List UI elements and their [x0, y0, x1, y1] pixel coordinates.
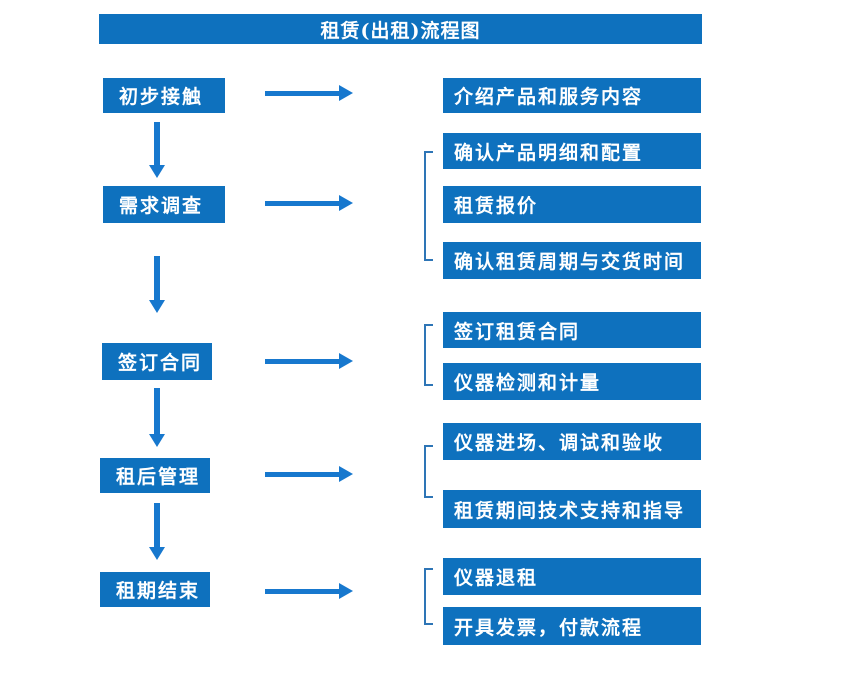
flowchart-title: 租赁(出租)流程图: [320, 19, 481, 42]
step-box-2: 需求调查: [103, 186, 225, 223]
bracket-group-5: [424, 568, 433, 625]
arrow-shaft: [265, 201, 340, 206]
bracket-group-4: [424, 445, 433, 498]
output-box-5-1: 仪器退租: [443, 558, 701, 595]
arrow-head-icon: [149, 165, 165, 178]
output-box-3-2: 仪器检测和计量: [443, 363, 701, 400]
arrow-head-icon: [149, 300, 165, 313]
step-box-1: 初步接触: [103, 78, 225, 113]
arrow-head-icon: [339, 466, 353, 482]
arrow-shaft: [265, 91, 340, 96]
arrow-shaft: [154, 503, 160, 547]
arrow-down-2: [149, 256, 165, 313]
step-box-4: 租后管理: [100, 458, 210, 493]
arrow-head-icon: [339, 583, 353, 599]
arrow-head-icon: [339, 85, 353, 101]
arrow-shaft: [154, 388, 160, 434]
arrow-shaft: [265, 472, 340, 477]
arrow-shaft: [154, 122, 160, 165]
arrow-shaft: [154, 256, 160, 300]
output-box-5-2: 开具发票，付款流程: [443, 607, 701, 645]
arrow-head-icon: [149, 547, 165, 560]
arrow-down-4: [149, 503, 165, 560]
bracket-group-2: [424, 151, 433, 261]
output-box-2-3: 确认租赁周期与交货时间: [443, 242, 701, 279]
output-box-4-1: 仪器进场、调试和验收: [443, 423, 701, 460]
output-box-2-2: 租赁报价: [443, 186, 701, 223]
step-box-3: 签订合同: [102, 343, 212, 380]
step-box-5: 租期结束: [100, 572, 210, 607]
arrow-shaft: [265, 359, 340, 364]
arrow-head-icon: [149, 434, 165, 447]
arrow-down-1: [149, 122, 165, 178]
arrow-head-icon: [339, 195, 353, 211]
arrow-down-3: [149, 388, 165, 447]
arrow-right-1: [265, 85, 353, 101]
output-box-2-1: 确认产品明细和配置: [443, 133, 701, 169]
arrow-right-2: [265, 195, 353, 211]
bracket-group-3: [424, 324, 433, 386]
output-box-1-1: 介绍产品和服务内容: [443, 78, 701, 113]
arrow-right-3: [265, 353, 353, 369]
output-box-4-2: 租赁期间技术支持和指导: [443, 490, 701, 528]
flowchart-title-bar: 租赁(出租)流程图: [99, 14, 702, 44]
arrow-shaft: [265, 589, 340, 594]
arrow-head-icon: [339, 353, 353, 369]
arrow-right-4: [265, 466, 353, 482]
arrow-right-5: [265, 583, 353, 599]
output-box-3-1: 签订租赁合同: [443, 312, 701, 348]
